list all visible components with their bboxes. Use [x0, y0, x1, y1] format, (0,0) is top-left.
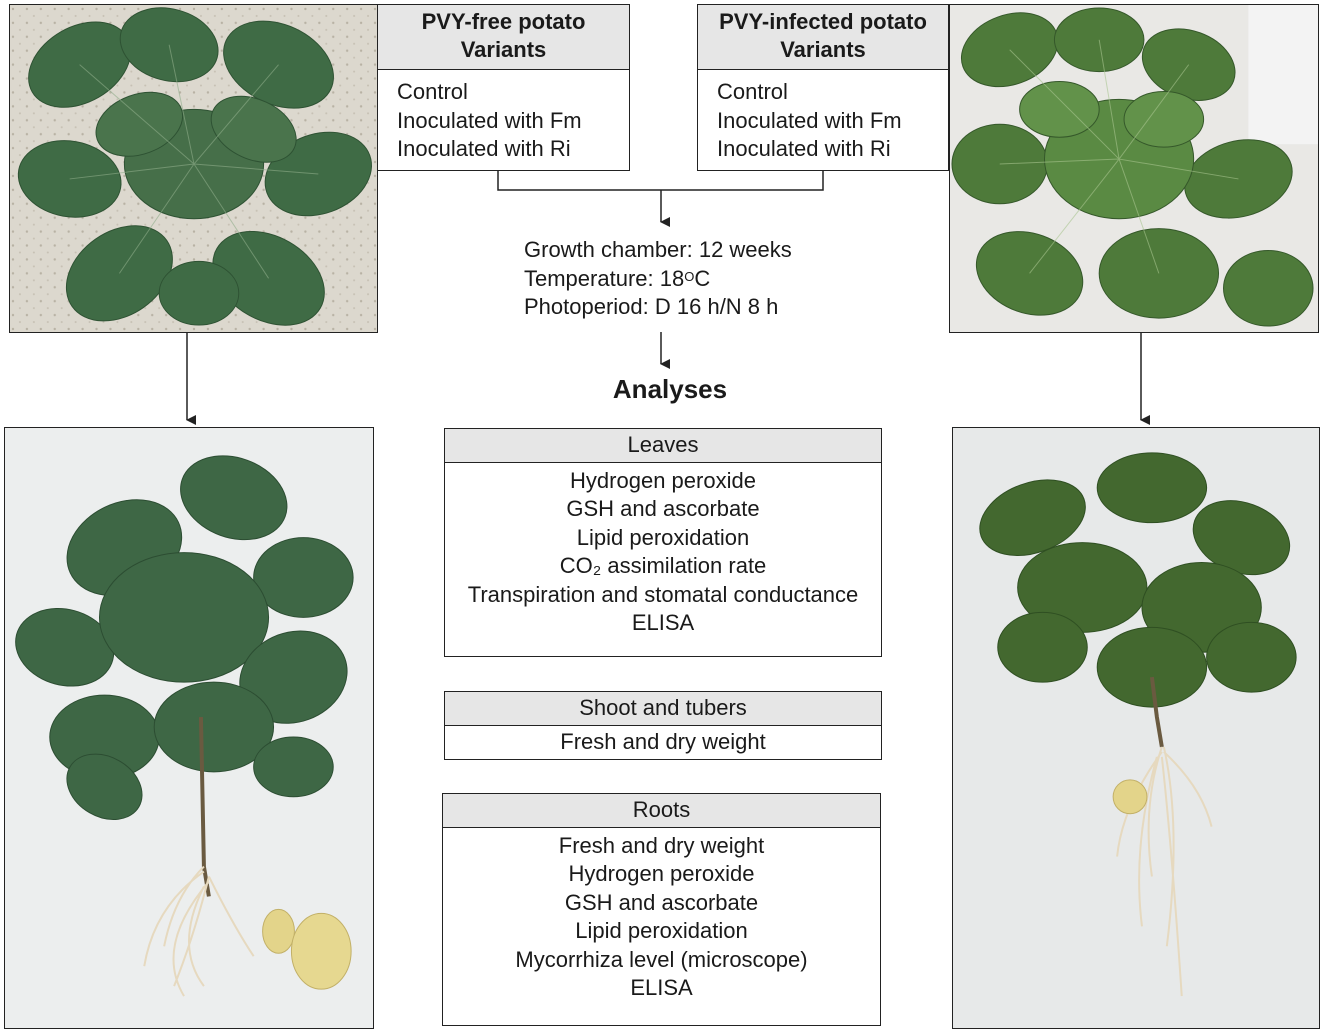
analysis-item: Hydrogen peroxide [570, 468, 756, 493]
pvy-infected-variants-header: PVY-infected potato Variants [698, 5, 948, 70]
variant-item: Control [717, 79, 788, 104]
pvy-free-variants-box: PVY-free potato Variants Control Inocula… [377, 4, 630, 171]
analysis-item: Fresh and dry weight [558, 833, 765, 858]
analysis-item: CO₂ assimilation rate [559, 553, 767, 579]
analysis-item: Lipid peroxidation [575, 918, 748, 944]
pvy-infected-title: PVY-infected potato [719, 9, 927, 34]
analysis-item: GSH and ascorbate [566, 496, 760, 522]
variant-item: Control [397, 79, 468, 104]
roots-header: Roots [443, 794, 880, 828]
growth-conditions: Growth chamber: 12 weeks Temperature: 18… [524, 236, 792, 322]
roots-analyses-box: Roots Fresh and dry weight Hydrogen pero… [442, 793, 881, 1026]
analysis-item: Transpiration and stomatal conductance [467, 581, 859, 607]
photo-pvy-infected-whole-plant [952, 427, 1320, 1029]
pvy-free-title: PVY-free potato [421, 9, 586, 34]
pvy-infected-variants-box: PVY-infected potato Variants Control Ino… [697, 4, 949, 171]
growth-chamber-text: Growth chamber: 12 weeks [524, 237, 792, 262]
leaves-header: Leaves [445, 429, 881, 463]
variant-item: Inoculated with Fm [717, 107, 902, 133]
shoot-tubers-header: Shoot and tubers [445, 692, 881, 726]
analysis-item: Lipid peroxidation [576, 524, 750, 550]
photo-pvy-free-whole-plant [4, 427, 374, 1029]
variant-item: Inoculated with Fm [397, 107, 582, 133]
pvy-infected-subtitle: Variants [780, 37, 866, 62]
photoperiod-text: Photoperiod: D 16 h/N 8 h [524, 294, 779, 319]
shoot-tubers-analyses-box: Shoot and tubers Fresh and dry weight [444, 691, 882, 760]
analysis-item: Hydrogen peroxide [568, 861, 755, 887]
analysis-item: ELISA [631, 610, 695, 636]
bracket-connector [497, 171, 824, 191]
analysis-item: ELISA [630, 975, 693, 1001]
photo-pvy-infected-plant-top [949, 4, 1319, 333]
analysis-item: Mycorrhiza level (microscope) [515, 946, 808, 972]
temperature-text: Temperature: 18OC [524, 265, 711, 291]
variant-item: Inoculated with Ri [397, 136, 571, 161]
analyses-title: Analyses [612, 374, 728, 404]
variant-item: Inoculated with Ri [717, 136, 891, 161]
leaves-analyses-box: Leaves Hydrogen peroxide GSH and ascorba… [444, 428, 882, 657]
pvy-free-subtitle: Variants [460, 37, 547, 62]
analysis-item: GSH and ascorbate [564, 889, 759, 915]
analysis-item: Fresh and dry weight [560, 729, 766, 754]
photo-pvy-free-plant-top [9, 4, 378, 333]
pvy-free-variants-header: PVY-free potato Variants [378, 5, 629, 70]
